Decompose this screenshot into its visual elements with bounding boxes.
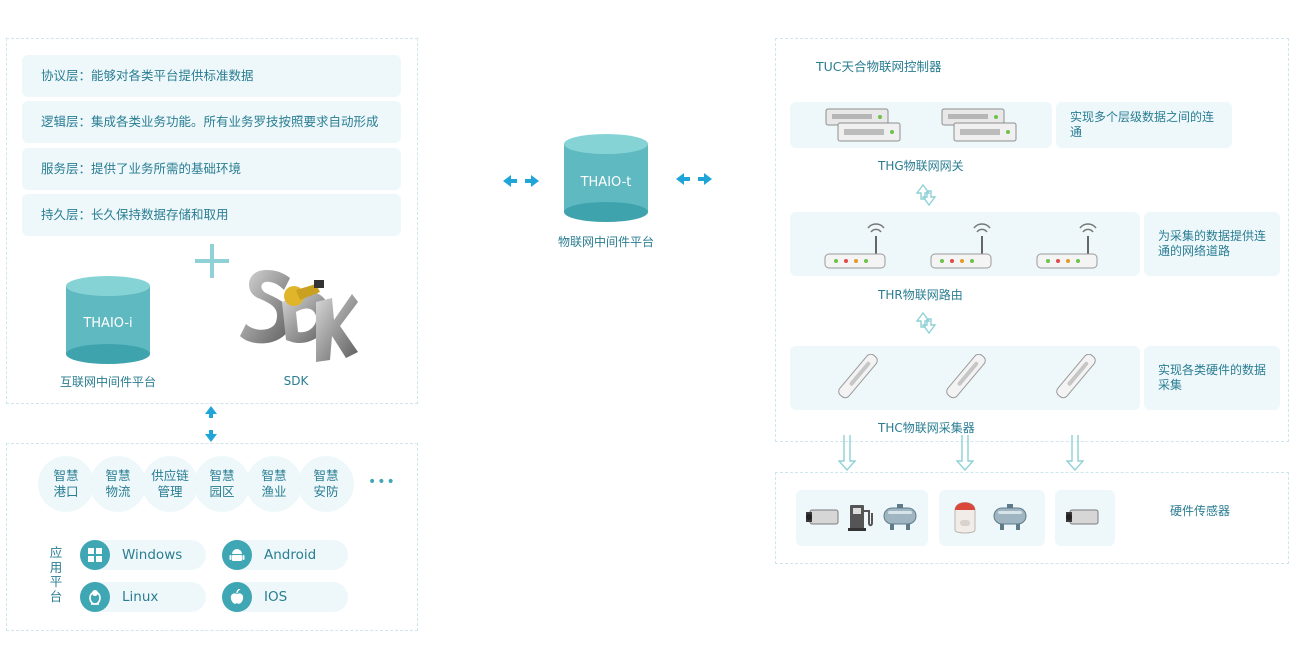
- gateway-device-icon: [825, 108, 901, 142]
- camera-icon: [1066, 509, 1099, 525]
- iot-middleware-caption: 物联网中间件平台: [557, 235, 654, 249]
- collector-device-icon: [1056, 354, 1096, 399]
- down-arrow-icon: [956, 435, 974, 471]
- collector-description: 实现各类硬件的数据采集: [1144, 346, 1280, 410]
- apple-icon: [222, 582, 252, 612]
- platform-android-label: Android: [264, 547, 317, 563]
- sensor-caption: 硬件传感器: [1170, 504, 1231, 518]
- collector-caption: THC物联网采集器: [878, 421, 975, 435]
- service-layer: 服务层：提供了业务所需的基础环境: [22, 148, 401, 190]
- thaio-t-database: THAIO-t: [564, 134, 648, 222]
- linux-icon: [80, 582, 110, 612]
- controller-panel: [775, 38, 1289, 442]
- down-arrow-icon: [1066, 435, 1084, 471]
- collector-device-icon: [838, 354, 878, 399]
- bidirectional-arrow-icon: [915, 183, 937, 207]
- protocol-layer: 协议层：能够对各类平台提供标准数据: [22, 55, 401, 97]
- router-caption: THR物联网路由: [878, 288, 963, 302]
- gas-tank-icon: [993, 504, 1027, 530]
- router-device-icon: [1036, 223, 1098, 269]
- router-device-icon: [930, 223, 992, 269]
- middleware-stack-panel: [6, 38, 418, 404]
- platform-windows: Windows: [80, 540, 206, 570]
- alarm-icon: [954, 502, 976, 534]
- platform-ios: IOS: [222, 582, 348, 612]
- platform-windows-label: Windows: [122, 547, 183, 563]
- sdk-caption: SDK: [283, 374, 309, 388]
- persistence-layer: 持久层：长久保持数据存储和取用: [22, 194, 401, 236]
- gas-tank-icon: [883, 504, 917, 530]
- internet-middleware-caption: 互联网中间件平台: [59, 375, 156, 389]
- app-smart-park: 智慧 园区: [194, 456, 250, 512]
- android-icon: [222, 540, 252, 570]
- app-smart-security: 智慧 安防: [298, 456, 354, 512]
- app-smart-fishery: 智慧 渔业: [246, 456, 302, 512]
- platform-linux: Linux: [80, 582, 206, 612]
- double-arrow-horizontal-icon: [676, 173, 712, 185]
- more-icon: •••: [368, 474, 396, 490]
- application-panel: [6, 443, 418, 631]
- collector-device-icon: [946, 354, 986, 399]
- logic-layer: 逻辑层：集成各类业务功能。所有业务罗技按照要求自动形成: [22, 101, 401, 143]
- router-device-icon: [824, 223, 886, 269]
- platform-title: 应 用 平 台: [49, 545, 63, 604]
- platform-android: Android: [222, 540, 348, 570]
- app-smart-logistics: 智慧 物流: [90, 456, 146, 512]
- platform-ios-label: IOS: [264, 589, 288, 605]
- thaio-i-label: THAIO-i: [83, 316, 133, 331]
- sdk-icon: [240, 270, 358, 362]
- app-supply-chain: 供应链 管理: [142, 456, 198, 512]
- gateway-description: 实现多个层级数据之间的连通: [1056, 102, 1232, 148]
- windows-icon: [80, 540, 110, 570]
- thaio-i-database: THAIO-i: [66, 276, 150, 364]
- sensor-panel: [775, 472, 1289, 564]
- down-arrow-icon: [838, 435, 856, 471]
- gateway-device-icon: [941, 108, 1017, 142]
- fuel-pump-icon: [848, 505, 873, 531]
- thaio-t-label: THAIO-t: [580, 175, 632, 190]
- platform-linux-label: Linux: [122, 589, 159, 605]
- bidirectional-arrow-icon: [915, 311, 937, 335]
- double-arrow-horizontal-icon: [503, 175, 539, 187]
- controller-title: TUC天合物联网控制器: [816, 59, 942, 74]
- router-description: 为采集的数据提供连通的网络道路: [1144, 212, 1280, 276]
- camera-icon: [806, 509, 839, 525]
- app-smart-port: 智慧 港口: [38, 456, 94, 512]
- gateway-caption: THG物联网网关: [878, 159, 964, 173]
- plus-icon: [195, 244, 229, 278]
- double-arrow-vertical-icon: [205, 406, 217, 442]
